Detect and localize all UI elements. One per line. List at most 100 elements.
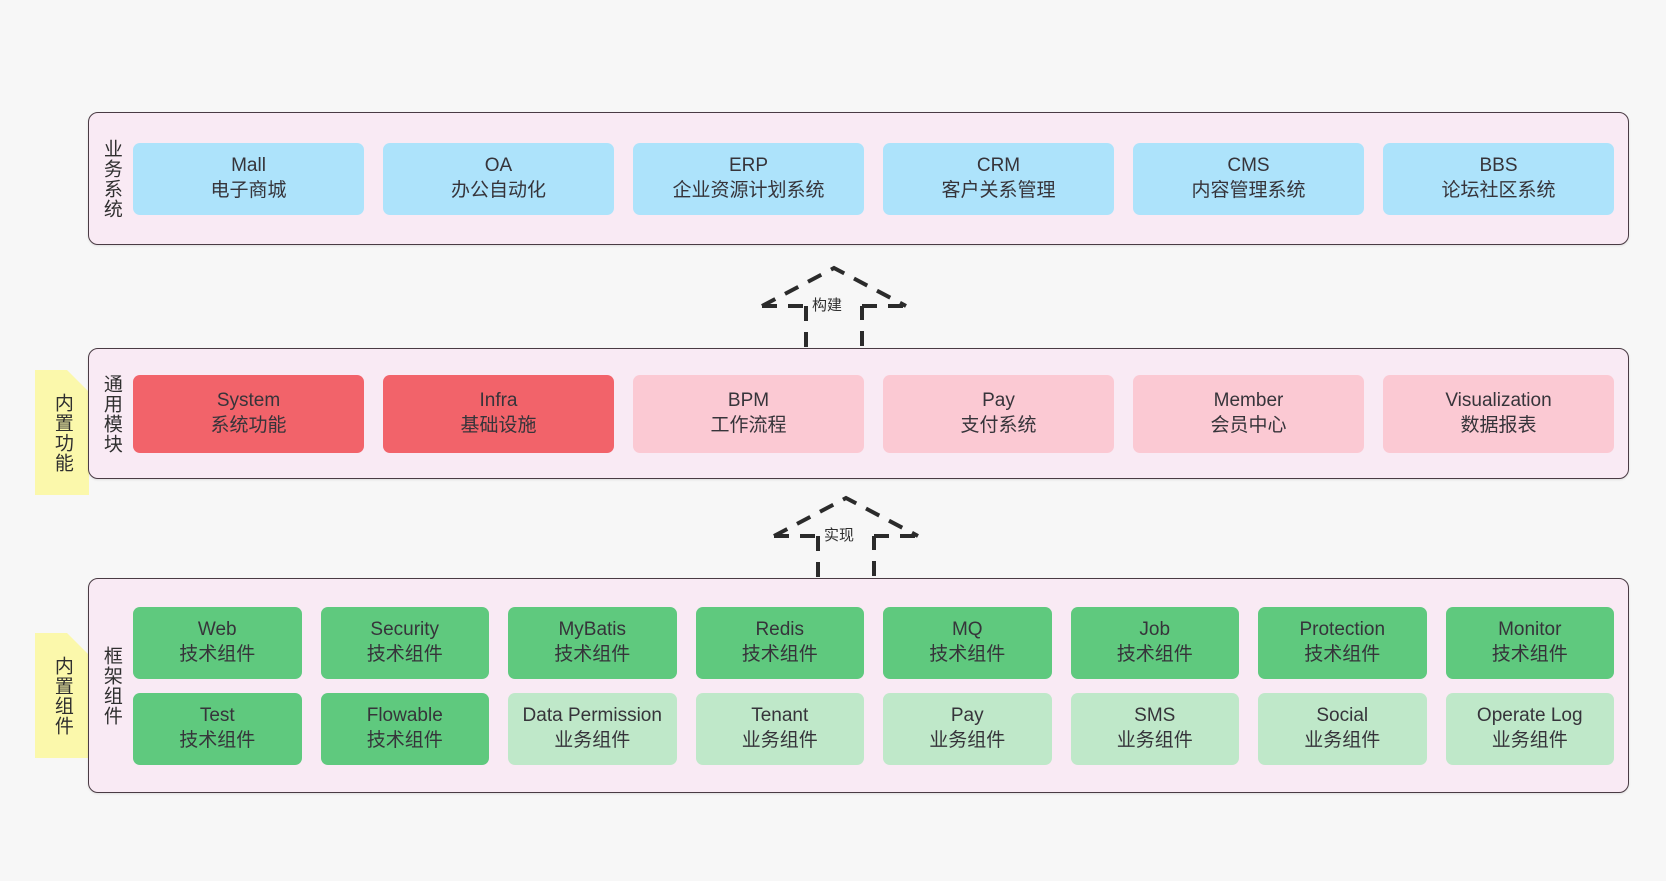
card-title: MyBatis xyxy=(558,618,627,640)
band-label-framework-components: 框架组件 xyxy=(100,645,122,726)
card-subtitle: 业务组件 xyxy=(554,729,631,751)
card-erp[interactable]: ERP 企业资源计划系统 xyxy=(633,142,864,215)
card-title: Flowable xyxy=(366,704,443,726)
card-subtitle: 内容管理系统 xyxy=(1191,179,1306,201)
card-subtitle: 技术组件 xyxy=(741,643,818,665)
card-cms[interactable]: CMS 内容管理系统 xyxy=(1133,142,1364,215)
card-subtitle: 技术组件 xyxy=(1304,643,1381,665)
card-protection[interactable]: Protection 技术组件 xyxy=(1258,606,1427,679)
card-monitor[interactable]: Monitor 技术组件 xyxy=(1445,606,1614,679)
note-builtin-components: 内置组件 xyxy=(35,633,89,758)
band-label-business-systems: 业务系统 xyxy=(100,138,122,219)
card-subtitle: 技术组件 xyxy=(179,729,256,751)
card-subtitle: 论坛社区系统 xyxy=(1441,179,1556,201)
card-crm[interactable]: CRM 客户关系管理 xyxy=(883,142,1114,215)
card-security[interactable]: Security 技术组件 xyxy=(320,606,489,679)
card-visualization[interactable]: Visualization 数据报表 xyxy=(1383,374,1614,453)
card-social[interactable]: Social 业务组件 xyxy=(1258,692,1427,765)
card-data-permission[interactable]: Data Permission 业务组件 xyxy=(508,692,677,765)
card-sms[interactable]: SMS 业务组件 xyxy=(1070,692,1239,765)
framework-business-row: Test 技术组件 Flowable 技术组件 Data Permission … xyxy=(133,692,1614,765)
band-body-common-modules: System 系统功能 Infra 基础设施 BPM 工作流程 Pay 支付系统… xyxy=(133,349,1628,478)
card-subtitle: 技术组件 xyxy=(179,643,256,665)
card-subtitle: 支付系统 xyxy=(960,414,1037,436)
connector-build-label: 构建 xyxy=(810,294,845,315)
card-redis[interactable]: Redis 技术组件 xyxy=(695,606,864,679)
connector-implement: 实现 xyxy=(756,492,936,584)
card-operate-log[interactable]: Operate Log 业务组件 xyxy=(1445,692,1614,765)
connector-implement-label: 实现 xyxy=(822,524,857,545)
band-body-business-systems: Mall 电子商城 OA 办公自动化 ERP 企业资源计划系统 CRM 客户关系… xyxy=(133,113,1628,244)
card-subtitle: 技术组件 xyxy=(366,729,443,751)
card-title: ERP xyxy=(728,154,769,176)
card-bpm[interactable]: BPM 工作流程 xyxy=(633,374,864,453)
card-pay-component[interactable]: Pay 业务组件 xyxy=(883,692,1052,765)
card-subtitle: 技术组件 xyxy=(554,643,631,665)
card-title: Test xyxy=(199,704,235,726)
connector-build: 构建 xyxy=(744,262,924,354)
note-fold-corner-icon xyxy=(67,370,89,392)
card-subtitle: 业务组件 xyxy=(1491,729,1568,751)
card-title: Security xyxy=(370,618,440,640)
common-modules-row: System 系统功能 Infra 基础设施 BPM 工作流程 Pay 支付系统… xyxy=(133,374,1614,453)
card-title: BPM xyxy=(727,389,770,411)
card-title: MQ xyxy=(951,618,983,640)
card-subtitle: 企业资源计划系统 xyxy=(672,179,825,201)
card-subtitle: 业务组件 xyxy=(929,729,1006,751)
card-title: Mall xyxy=(231,154,266,176)
card-title: BBS xyxy=(1479,154,1518,176)
card-title: Protection xyxy=(1299,618,1386,640)
card-subtitle: 技术组件 xyxy=(366,643,443,665)
card-title: Monitor xyxy=(1498,618,1562,640)
framework-tech-row: Web 技术组件 Security 技术组件 MyBatis 技术组件 Redi… xyxy=(133,606,1614,679)
card-title: Infra xyxy=(479,389,518,411)
card-title: Data Permission xyxy=(522,704,662,726)
card-mybatis[interactable]: MyBatis 技术组件 xyxy=(508,606,677,679)
card-title: Tenant xyxy=(751,704,809,726)
card-title: Social xyxy=(1316,704,1369,726)
band-framework-components: 框架组件 Web 技术组件 Security 技术组件 MyBatis 技术组件… xyxy=(88,578,1629,793)
card-title: Pay xyxy=(982,389,1015,411)
card-flowable[interactable]: Flowable 技术组件 xyxy=(320,692,489,765)
card-title: Web xyxy=(197,618,237,640)
note-label: 内置功能 xyxy=(51,392,73,473)
card-pay-module[interactable]: Pay 支付系统 xyxy=(883,374,1114,453)
band-business-systems: 业务系统 Mall 电子商城 OA 办公自动化 ERP 企业资源计划系统 CRM… xyxy=(88,112,1629,245)
card-title: System xyxy=(216,389,281,411)
card-job[interactable]: Job 技术组件 xyxy=(1070,606,1239,679)
card-subtitle: 会员中心 xyxy=(1210,414,1287,436)
card-web[interactable]: Web 技术组件 xyxy=(133,606,302,679)
note-label: 内置组件 xyxy=(51,655,73,736)
note-builtin-features: 内置功能 xyxy=(35,370,89,495)
card-title: Member xyxy=(1213,389,1284,411)
band-body-framework-components: Web 技术组件 Security 技术组件 MyBatis 技术组件 Redi… xyxy=(133,579,1628,792)
card-subtitle: 办公自动化 xyxy=(450,179,546,201)
card-oa[interactable]: OA 办公自动化 xyxy=(383,142,614,215)
card-title: Redis xyxy=(755,618,805,640)
card-title: Job xyxy=(1139,618,1171,640)
card-subtitle: 技术组件 xyxy=(1491,643,1568,665)
card-bbs[interactable]: BBS 论坛社区系统 xyxy=(1383,142,1614,215)
card-subtitle: 工作流程 xyxy=(710,414,787,436)
card-test[interactable]: Test 技术组件 xyxy=(133,692,302,765)
card-title: CMS xyxy=(1227,154,1270,176)
band-label-common-modules: 通用模块 xyxy=(100,373,122,454)
card-subtitle: 基础设施 xyxy=(460,414,537,436)
card-mq[interactable]: MQ 技术组件 xyxy=(883,606,1052,679)
card-mall[interactable]: Mall 电子商城 xyxy=(133,142,364,215)
band-common-modules: 通用模块 System 系统功能 Infra 基础设施 BPM 工作流程 Pay… xyxy=(88,348,1629,479)
card-tenant[interactable]: Tenant 业务组件 xyxy=(695,692,864,765)
card-subtitle: 业务组件 xyxy=(1116,729,1193,751)
card-subtitle: 业务组件 xyxy=(741,729,818,751)
business-systems-row: Mall 电子商城 OA 办公自动化 ERP 企业资源计划系统 CRM 客户关系… xyxy=(133,142,1614,215)
card-subtitle: 技术组件 xyxy=(1116,643,1193,665)
card-title: SMS xyxy=(1134,704,1176,726)
card-member[interactable]: Member 会员中心 xyxy=(1133,374,1364,453)
card-infra[interactable]: Infra 基础设施 xyxy=(383,374,614,453)
note-fold-corner-icon xyxy=(67,633,89,655)
card-title: Operate Log xyxy=(1476,704,1583,726)
card-system[interactable]: System 系统功能 xyxy=(133,374,364,453)
card-subtitle: 业务组件 xyxy=(1304,729,1381,751)
card-title: CRM xyxy=(976,154,1021,176)
